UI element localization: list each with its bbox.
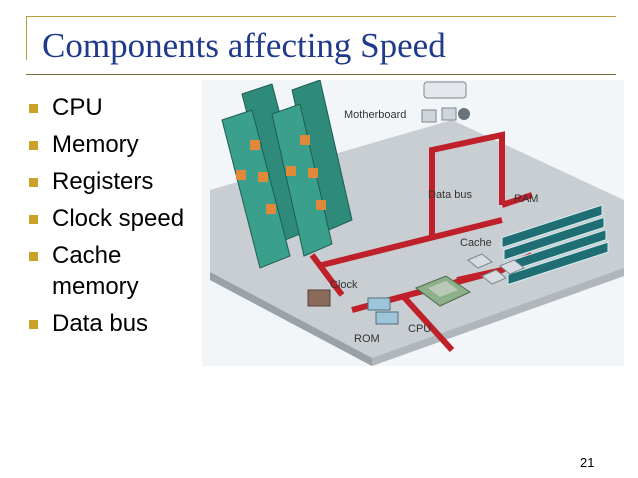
bullet-text: CPU <box>52 94 103 121</box>
square-bullet-icon <box>29 215 38 224</box>
label-ram: RAM <box>514 193 538 205</box>
label-data-bus: Data bus <box>428 189 473 201</box>
bullet-text: Registers <box>52 168 154 195</box>
bullet-text: Cache memory <box>52 242 139 300</box>
square-bullet-icon <box>29 252 38 261</box>
bullet-item: Memory <box>28 129 206 160</box>
bullet-list: CPU Memory Registers Clock speed Cache m… <box>28 92 206 345</box>
cache-chips <box>467 253 525 285</box>
bullet-item: Data bus <box>28 308 206 339</box>
board-edge-right <box>372 268 624 366</box>
motherboard-illustration: Motherboard Data bus RAM Cache Clock CPU… <box>210 80 624 366</box>
bullet-item: CPU <box>28 92 206 123</box>
title-underline <box>26 74 616 75</box>
motherboard-diagram: Motherboard Data bus RAM Cache Clock CPU… <box>202 80 624 366</box>
board-edge <box>210 272 372 366</box>
frame-left-line <box>26 16 27 60</box>
label-clock: Clock <box>330 279 358 291</box>
cpu-chip <box>414 275 472 307</box>
label-motherboard: Motherboard <box>344 109 406 121</box>
square-bullet-icon <box>29 104 38 113</box>
rom-chips <box>367 297 399 325</box>
label-rom: ROM <box>354 333 380 345</box>
slide-title: Components affecting Speed <box>42 26 446 65</box>
bullet-text: Data bus <box>52 310 149 337</box>
ram-modules <box>501 204 609 286</box>
bus-lines <box>309 131 534 353</box>
bullet-item: Clock speed <box>28 203 206 234</box>
io-connectors <box>421 81 470 123</box>
bullet-item: Registers <box>28 166 206 197</box>
bullet-item: Cache memory <box>28 240 206 302</box>
frame-top-line <box>26 16 616 17</box>
label-cache: Cache <box>460 237 492 249</box>
square-bullet-icon <box>29 141 38 150</box>
bullet-text: Memory <box>52 131 139 158</box>
diagram-labels: Motherboard Data bus RAM Cache Clock CPU… <box>330 109 538 345</box>
expansion-cards <box>221 80 353 269</box>
clock-chip <box>307 289 331 307</box>
bullet-text: Clock speed <box>52 205 185 232</box>
page-number: 21 <box>580 455 595 470</box>
square-bullet-icon <box>29 178 38 187</box>
label-cpu: CPU <box>408 323 431 335</box>
square-bullet-icon <box>29 320 38 329</box>
